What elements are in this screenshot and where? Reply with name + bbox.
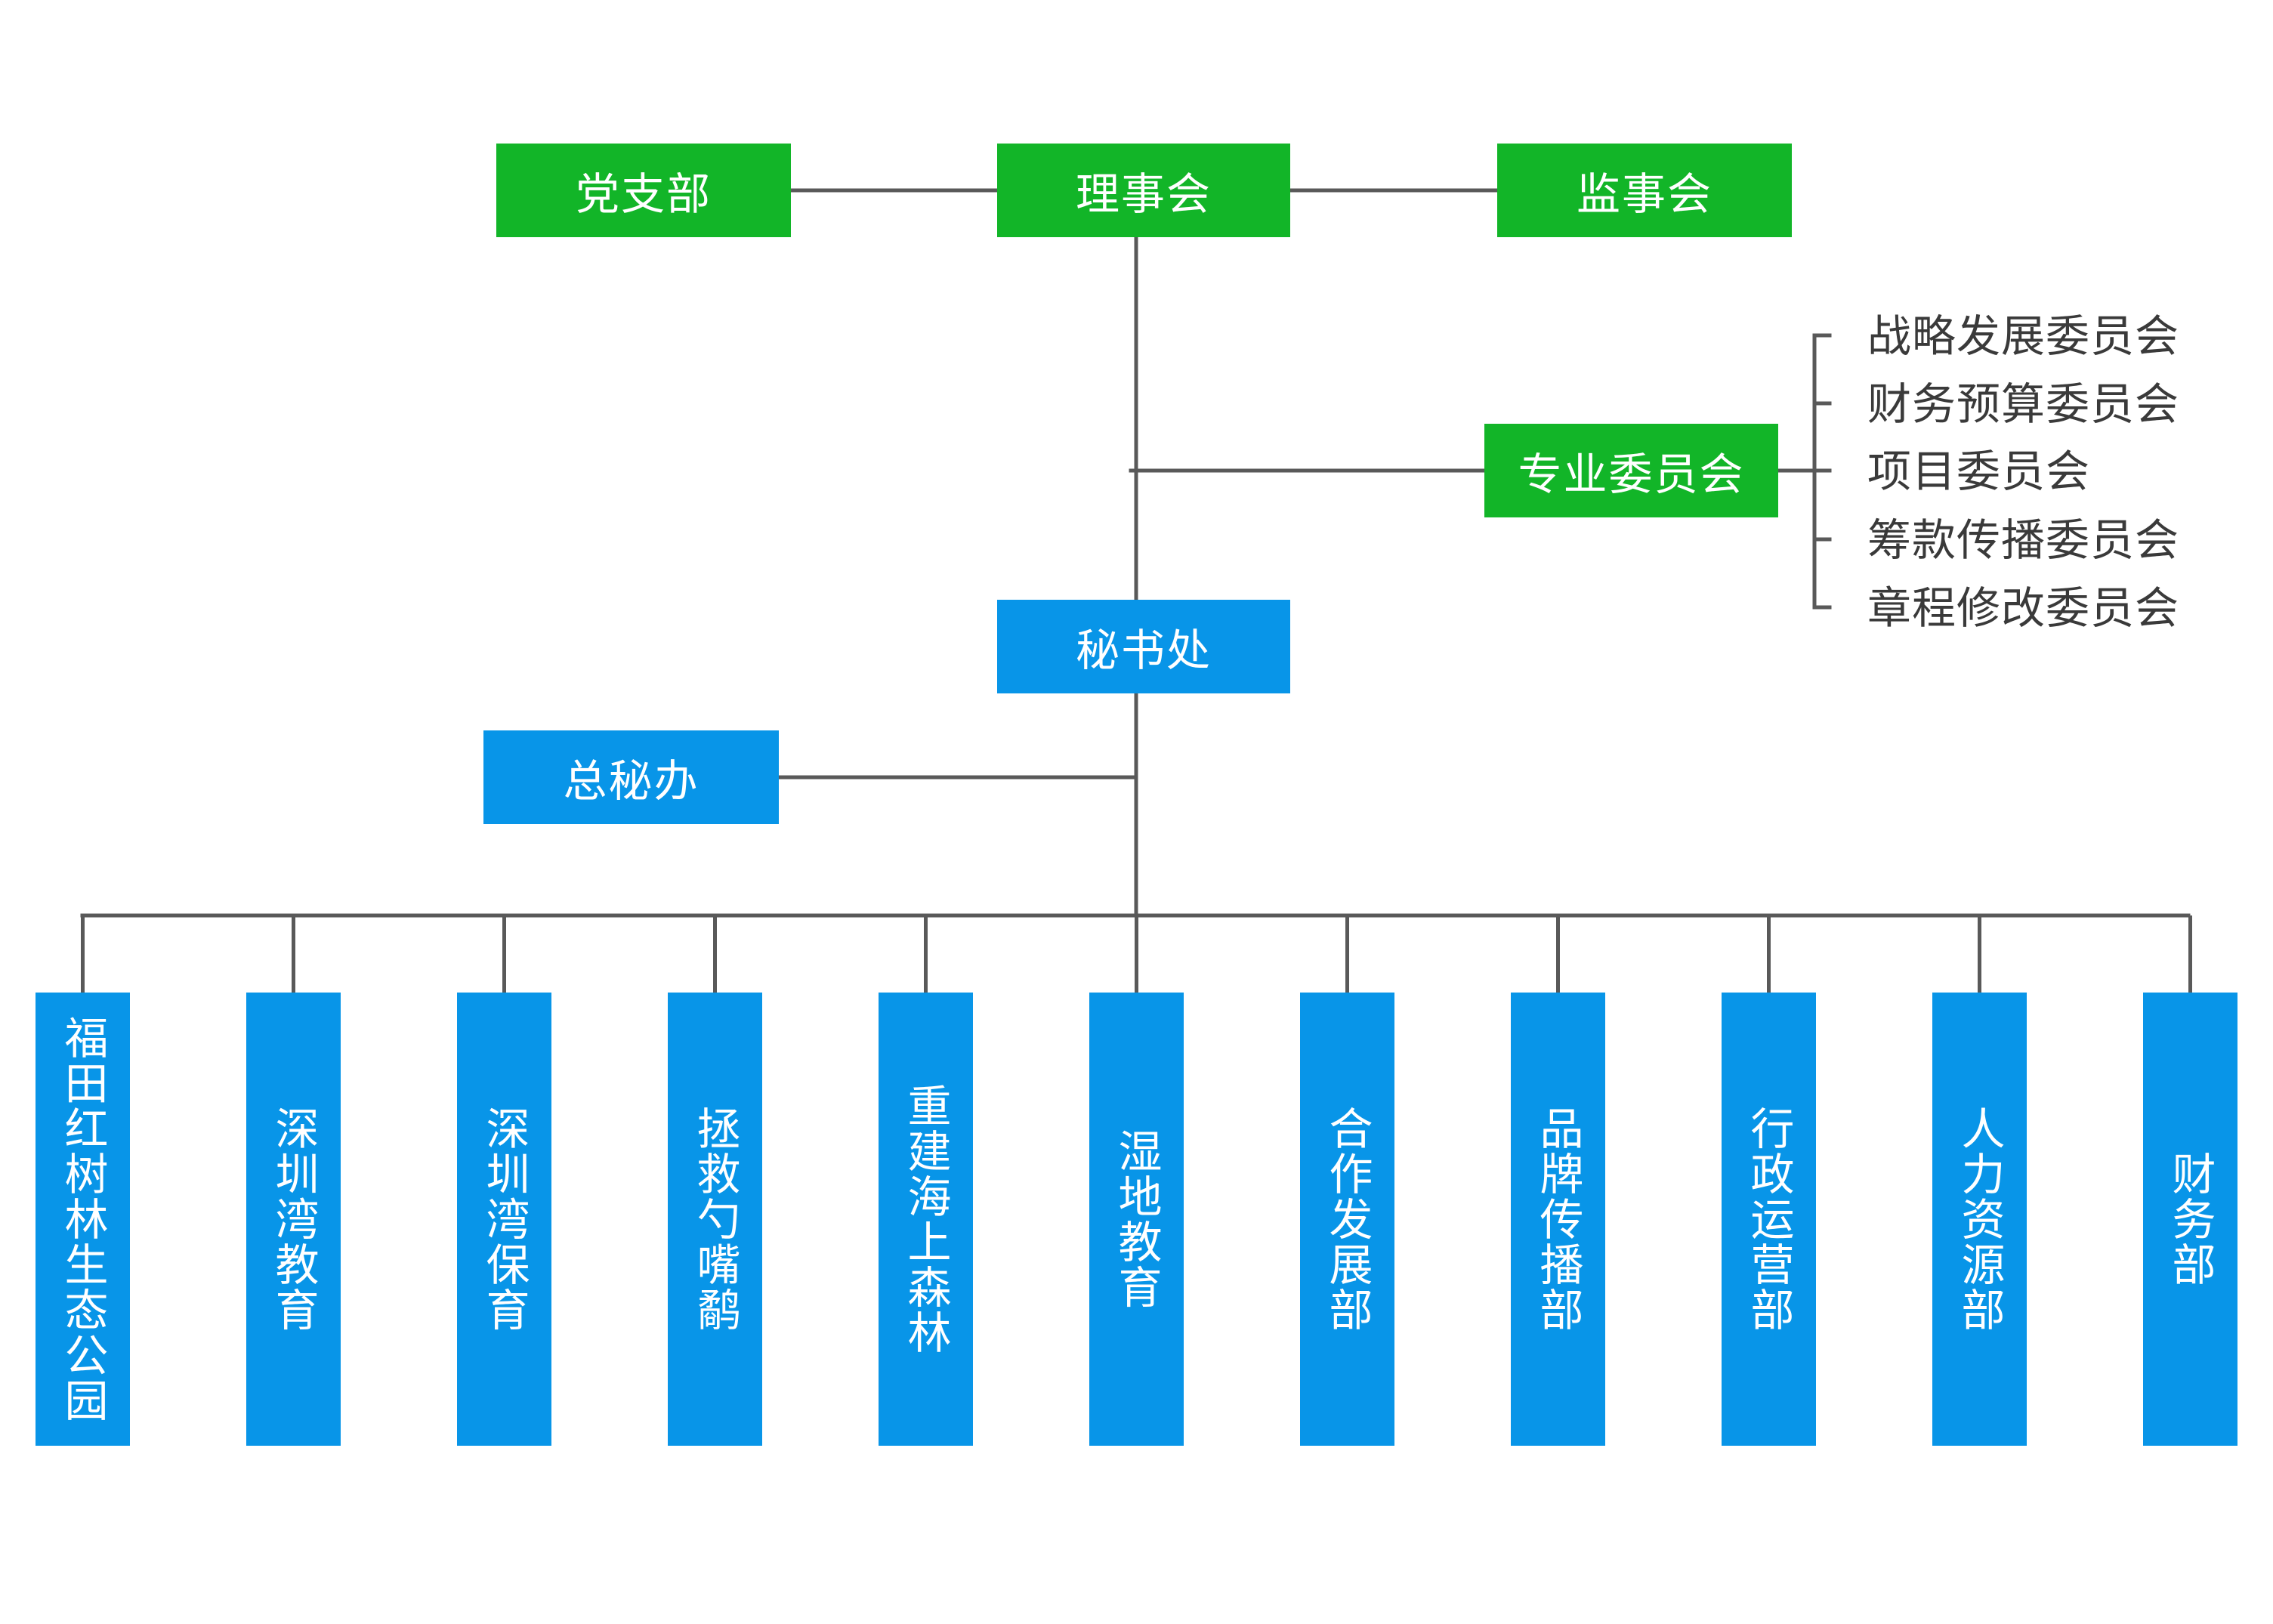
department-label: 合作发展部 bbox=[1321, 1106, 1373, 1332]
department-box: 深圳湾保育 bbox=[457, 993, 551, 1446]
department-label: 人力资源部 bbox=[1953, 1106, 2006, 1332]
committee-label: 财务预算委员会 bbox=[1867, 378, 2180, 430]
committee-item: 财务预算委员会 bbox=[1867, 382, 2179, 426]
department-box: 深圳湾教育 bbox=[246, 993, 341, 1446]
department-box: 拯救勺嘴鹬 bbox=[668, 993, 762, 1446]
board-label: 理事会 bbox=[1075, 168, 1212, 220]
department-label: 重建海上森林 bbox=[900, 1083, 952, 1355]
general-office-box: 总秘办 bbox=[483, 730, 779, 824]
department-box: 福田红树林生态公园 bbox=[36, 993, 130, 1446]
department-label: 福田红树林生态公园 bbox=[57, 1015, 109, 1423]
department-label: 品牌传播部 bbox=[1532, 1106, 1584, 1332]
special-committees-label: 专业委员会 bbox=[1518, 449, 1745, 500]
party-branch-label: 党支部 bbox=[575, 168, 712, 220]
department-label: 湿地教育 bbox=[1110, 1128, 1163, 1310]
supervisors-box: 监事会 bbox=[1497, 144, 1792, 237]
committee-label: 战略发展委员会 bbox=[1867, 310, 2180, 362]
department-box: 重建海上森林 bbox=[879, 993, 973, 1446]
supervisors-label: 监事会 bbox=[1576, 168, 1712, 220]
committee-item: 筹款传播委员会 bbox=[1867, 518, 2179, 562]
party-branch-box: 党支部 bbox=[496, 144, 791, 237]
department-label: 拯救勺嘴鹬 bbox=[689, 1106, 741, 1332]
committee-item: 项目委员会 bbox=[1867, 449, 2090, 493]
department-box: 财务部 bbox=[2143, 993, 2237, 1446]
general-office-label: 总秘办 bbox=[563, 755, 700, 807]
committee-label: 筹款传播委员会 bbox=[1867, 514, 2180, 566]
department-label: 财务部 bbox=[2164, 1151, 2216, 1287]
committee-item: 战略发展委员会 bbox=[1867, 314, 2179, 358]
department-box: 合作发展部 bbox=[1300, 993, 1394, 1446]
department-box: 行政运营部 bbox=[1722, 993, 1816, 1446]
department-label: 行政运营部 bbox=[1743, 1106, 1795, 1332]
committee-label: 项目委员会 bbox=[1867, 446, 2091, 497]
department-box: 人力资源部 bbox=[1932, 993, 2027, 1446]
committee-item: 章程修改委员会 bbox=[1867, 586, 2179, 630]
department-box: 湿地教育 bbox=[1089, 993, 1184, 1446]
committee-label: 章程修改委员会 bbox=[1867, 582, 2180, 634]
special-committees-box: 专业委员会 bbox=[1484, 424, 1778, 517]
board-box: 理事会 bbox=[997, 144, 1290, 237]
department-label: 深圳湾教育 bbox=[267, 1106, 320, 1332]
department-box: 品牌传播部 bbox=[1511, 993, 1605, 1446]
secretariat-label: 秘书处 bbox=[1075, 625, 1212, 676]
secretariat-box: 秘书处 bbox=[997, 600, 1290, 693]
department-label: 深圳湾保育 bbox=[478, 1106, 530, 1332]
